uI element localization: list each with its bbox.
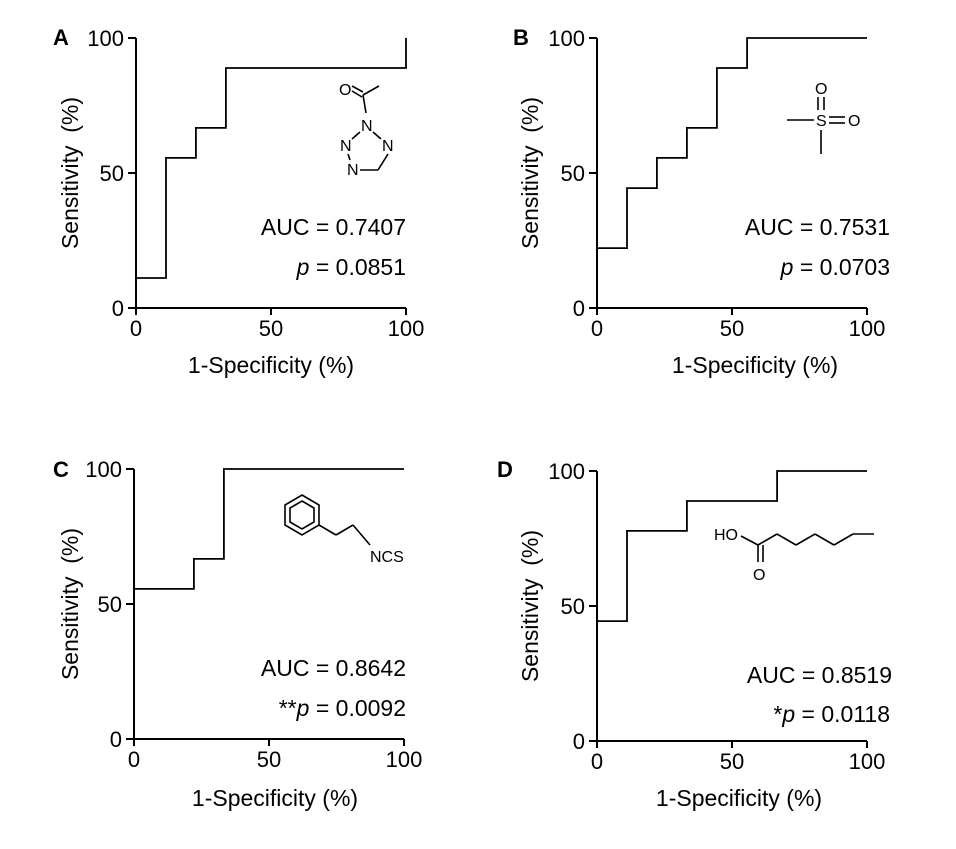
benzene-ring [284,494,320,536]
roc-curve [597,37,867,249]
bond [351,131,361,140]
panel-a: A 100 50 0 0 50 100 1-Specificity (%) Se… [53,25,424,378]
p-prefix: ** [279,695,297,721]
panel-letter: A [53,25,69,50]
bond [377,153,389,171]
bond [362,85,380,96]
p-value-label: p = 0.0703 [780,254,890,280]
panel-letter: D [497,457,513,482]
auc-label: AUC = 0.8519 [747,662,892,688]
chemical-structure: O N N N N [339,82,394,179]
panel-letter: B [513,25,529,50]
bond [362,94,367,114]
panel-letter: C [53,457,69,482]
bond [740,535,759,546]
y-tick-label: 0 [573,296,585,321]
p-symbol: p [296,254,310,280]
atom-label: N [340,138,352,155]
bond [757,533,778,546]
atom-label: N [361,118,373,135]
auc-label: AUC = 0.8642 [261,655,406,681]
panel-c: C 100 50 0 0 50 100 1-Specificity (%) Se… [53,457,422,811]
x-tick-label: 50 [257,747,281,772]
p-symbol: p [780,254,794,280]
atom-label: N [347,162,359,179]
panel-d: D 100 50 0 0 50 100 1-Specificity (%) Se… [497,457,892,811]
atom-label: HO [714,527,738,544]
x-tick-label: 100 [388,316,425,341]
y-tick-label: 50 [561,594,585,619]
x-axis-label: 1-Specificity (%) [192,785,358,811]
bond [347,153,351,161]
x-axis-label: 1-Specificity (%) [188,352,354,378]
chemical-structure: HO O [714,527,874,584]
x-tick-label: 100 [386,747,423,772]
bond [351,90,363,98]
bond [795,533,816,546]
benzene-ring-inner [289,500,315,530]
x-tick-label: 0 [591,749,603,774]
p-prefix: * [773,701,782,727]
y-tick-label: 50 [98,592,122,617]
atom-label: N [382,138,394,155]
p-value-label: **p = 0.0092 [279,695,406,721]
atom-label: S [816,113,827,130]
p-symbol: p [296,695,310,721]
y-tick-label: 100 [85,457,122,482]
y-tick-label: 50 [561,161,585,186]
chemical-structure: O S O [787,81,860,154]
y-tick-label: 0 [573,729,585,754]
p-value-label: p = 0.0851 [296,254,406,280]
auc-label: AUC = 0.7531 [745,214,890,240]
bond [833,533,854,546]
roc-curve [134,468,404,590]
y-axis-label: Sensitivity (%) [517,530,543,682]
y-axis-label: Sensitivity (%) [57,528,83,680]
roc-curve [597,470,867,622]
y-tick-label: 100 [87,26,124,51]
x-tick-label: 50 [259,316,283,341]
p-value: = 0.0118 [795,701,890,727]
x-tick-label: 0 [128,747,140,772]
bond [335,524,354,536]
x-tick-label: 100 [849,749,886,774]
y-tick-label: 100 [548,26,585,51]
chemical-structure: NCS [284,494,404,566]
auc-label: AUC = 0.7407 [261,214,406,240]
atom-label: O [815,81,827,98]
panel-b: B 100 50 0 0 50 100 1-Specificity (%) Se… [513,25,890,378]
x-tick-label: 0 [591,316,603,341]
roc-curve [136,38,407,279]
atom-label: NCS [370,549,404,566]
bond [318,524,337,536]
y-tick-label: 50 [100,161,124,186]
atom-label: O [848,113,860,130]
y-axis-label: Sensitivity (%) [57,97,83,249]
x-tick-label: 100 [849,316,886,341]
p-value: = 0.0851 [309,254,406,280]
x-tick-label: 0 [130,316,142,341]
y-tick-label: 0 [112,296,124,321]
p-value: = 0.0703 [793,254,890,280]
bond [814,533,835,546]
atom-label: O [339,82,351,99]
atom-label: O [753,567,765,584]
y-axis-label: Sensitivity (%) [517,97,543,249]
bond [372,131,382,140]
x-tick-label: 50 [720,316,744,341]
bond [776,533,797,546]
x-tick-label: 50 [720,749,744,774]
x-axis-label: 1-Specificity (%) [656,785,822,811]
x-axis-label: 1-Specificity (%) [672,352,838,378]
y-tick-label: 0 [110,727,122,752]
p-value-label: *p = 0.0118 [773,701,890,727]
bond [351,85,364,93]
y-tick-label: 100 [548,459,585,484]
bond [352,524,371,546]
p-value: = 0.0092 [309,695,406,721]
p-symbol: p [781,701,795,727]
